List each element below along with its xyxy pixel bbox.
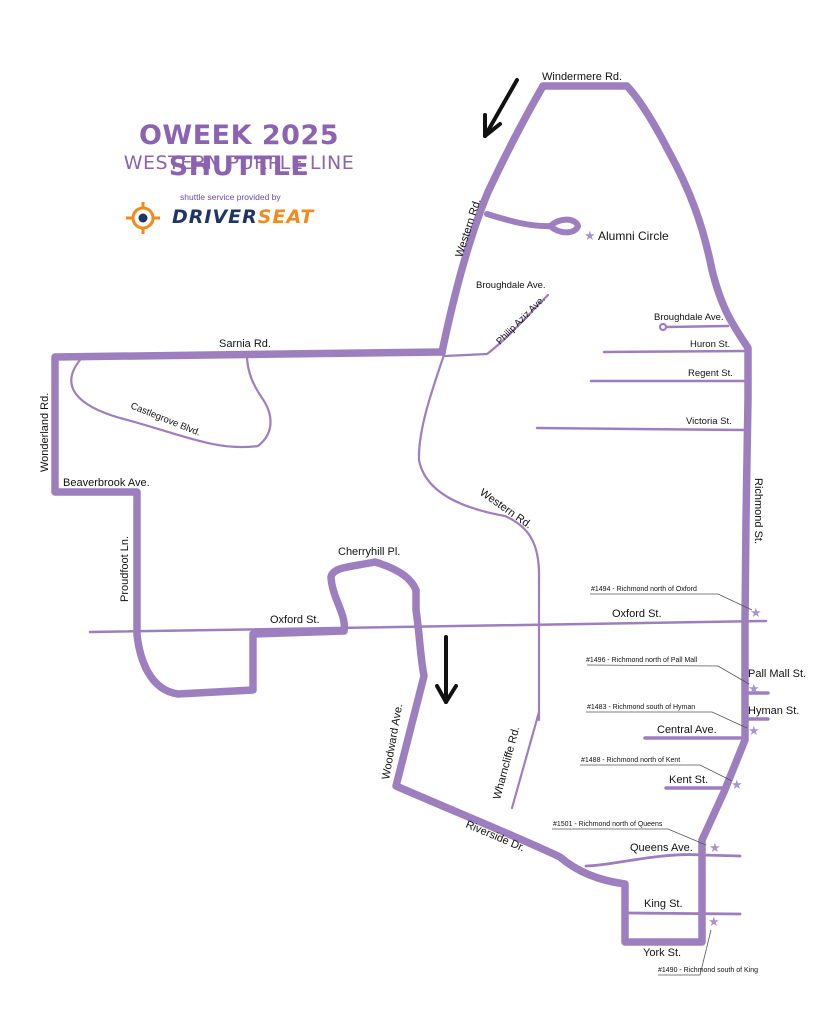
stop-star-icon: ★ (748, 681, 760, 696)
beaverbrook-label: Beaverbrook Ave. (63, 477, 150, 489)
stop-label-1488: #1488 - Richmond north of Kent (581, 757, 680, 764)
castlegrove-road (70, 356, 272, 449)
hyman-label: Hyman St. (748, 705, 799, 717)
proudfoot-label: Proudfoot Ln. (119, 536, 131, 602)
wonderland-label: Wonderland Rd. (39, 393, 51, 472)
regent-label: Regent St. (688, 368, 733, 379)
stop-star-icon: ★ (731, 777, 743, 792)
logo-word-driver: DRIVER (172, 206, 258, 228)
direction-arrow-icon (435, 635, 458, 704)
oxford-w-label: Oxford St. (270, 614, 320, 626)
stop-label-1490: #1490 - Richmond south of King (658, 967, 758, 974)
richmond-label: Richmond St. (752, 478, 764, 544)
alumni-spur (484, 211, 555, 230)
broughdale-e-loop (658, 322, 668, 332)
stop-star-icon: ★ (709, 840, 721, 855)
queens-label: Queens Ave. (630, 842, 693, 854)
alumni-loop (547, 216, 581, 236)
philip-aziz-road (443, 293, 550, 358)
stop-label-1494: #1494 - Richmond north of Oxford (591, 586, 697, 593)
wharncliffe-road (510, 710, 541, 810)
western-rd-south-label: Western Rd. (477, 487, 534, 532)
stop-star-icon: ★ (748, 723, 760, 738)
windermere-label: Windermere Rd. (542, 71, 622, 83)
philip-aziz-label: Philip Aziz Ave. (494, 294, 547, 347)
stop-star-icon: ★ (750, 605, 762, 620)
stop-star-icon: ★ (584, 228, 596, 243)
oxford-road (88, 619, 768, 634)
stop-label-1501: #1501 - Richmond north of Queens (553, 821, 663, 828)
stop-label-1483: #1483 - Richmond south of Hyman (587, 704, 695, 711)
target-logo-icon (126, 202, 160, 234)
stop-star-icon: ★ (708, 914, 720, 929)
map-title: OWEEK 2025 SHUTTLE (138, 120, 340, 182)
driverseat-logo: DRIVERSEAT (124, 200, 364, 236)
pall-mall-label: Pall Mall St. (748, 668, 806, 680)
victoria-road (535, 426, 747, 432)
map-subtitle: WESTERN PURPLE LINE (123, 152, 355, 174)
logo-word-seat: SEAT (257, 206, 315, 228)
king-road (626, 911, 742, 916)
direction-arrow-icon (483, 78, 519, 138)
york-label: York St. (643, 947, 681, 959)
cherryhill-label: Cherryhill Pl. (338, 546, 400, 558)
broughdale-e-road (664, 324, 730, 329)
route-line (51, 82, 752, 946)
queens-road (584, 853, 742, 868)
castlegrove-label: Castlegrove Blvd. (129, 401, 202, 439)
provided-by-text: shuttle service provided by (180, 192, 281, 202)
western-rd-south-road (417, 350, 541, 722)
sarnia-label: Sarnia Rd. (219, 338, 271, 350)
broughdale-e-label: Broughdale Ave. (654, 312, 724, 323)
huron-label: Huron St. (690, 339, 730, 350)
victoria-label: Victoria St. (686, 416, 732, 427)
oxford-e-label: Oxford St. (612, 608, 662, 620)
king-label: King St. (644, 898, 683, 910)
alumni-circle-label: Alumni Circle (598, 229, 669, 243)
broughdale-w-label: Broughdale Ave. (476, 280, 546, 291)
kent-label: Kent St. (669, 774, 708, 786)
central-label: Central Ave. (657, 724, 717, 736)
huron-road (602, 349, 750, 354)
stop-label-1496: #1496 - Richmond north of Pall Mall (586, 657, 698, 664)
